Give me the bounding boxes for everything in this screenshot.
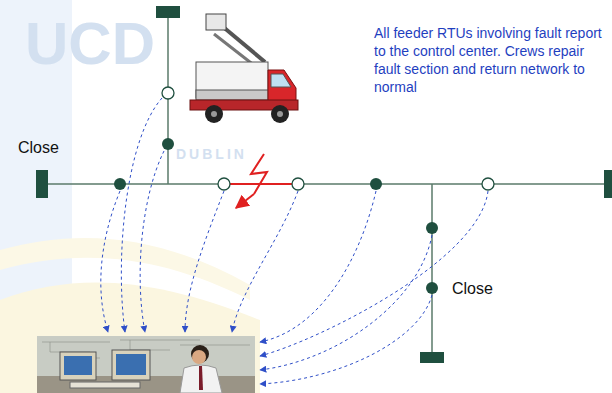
fault-lightning xyxy=(251,154,267,194)
fault-arrow xyxy=(236,194,254,208)
watermark-background xyxy=(0,0,260,393)
switch-state-label: Close xyxy=(452,279,493,298)
switch-state-label: Close xyxy=(18,138,59,157)
control-room-photo xyxy=(37,336,255,393)
note-text: All feeder RTUs involving fault report t… xyxy=(374,24,606,96)
watermark: DUBLIN xyxy=(176,146,247,162)
open-switches xyxy=(162,87,494,190)
closed-switches xyxy=(114,138,438,294)
rtu-report-arrows xyxy=(101,98,488,384)
watermark: UCD xyxy=(25,14,155,74)
bucket-truck xyxy=(190,14,298,123)
